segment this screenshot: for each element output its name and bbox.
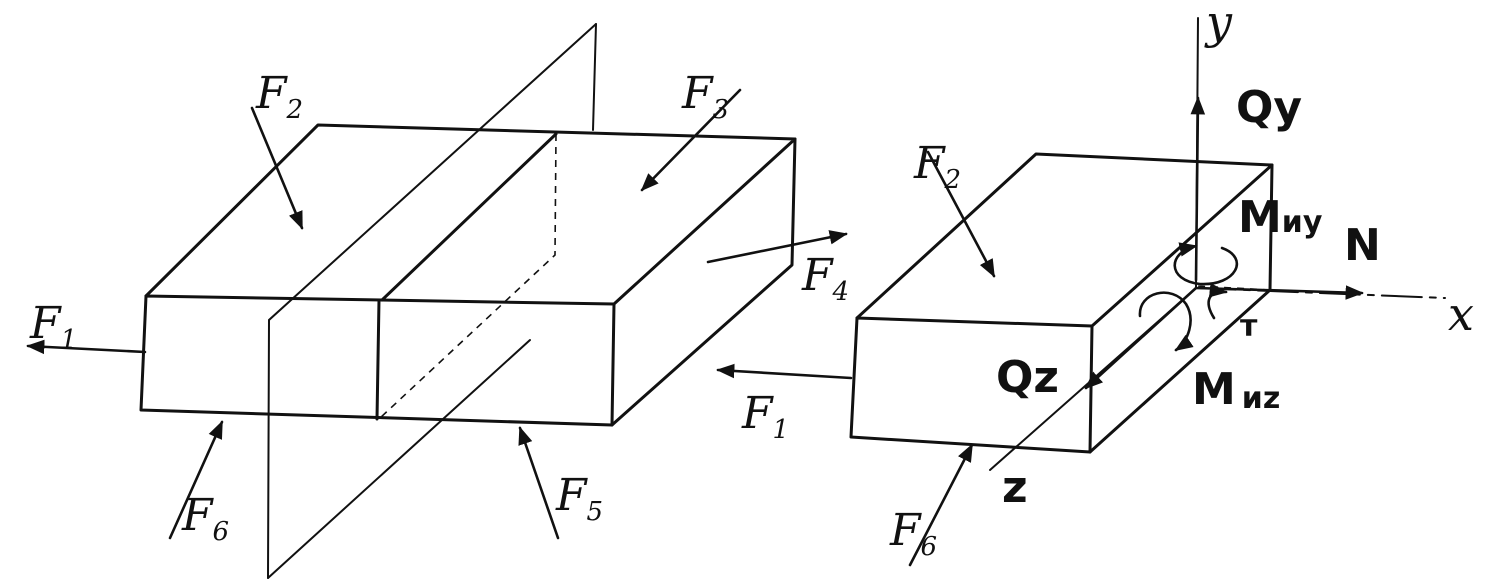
right-label-f1: F1: [741, 388, 789, 445]
internal-force-arrows: [1084, 96, 1364, 390]
left-body: [139, 123, 797, 427]
right-label-f6: F6: [889, 505, 937, 562]
left-label-f4: F4: [801, 250, 849, 307]
left-label-f6: F6: [181, 490, 229, 547]
axis-label-z: z: [1002, 462, 1028, 513]
label-miy: Mиy: [1238, 192, 1323, 243]
label-qz: Qz: [996, 352, 1059, 403]
axis-label-x: x: [1448, 287, 1474, 341]
left-label-f2: F2: [255, 68, 303, 125]
right-force-arrows: [716, 150, 996, 567]
axis-label-y: y: [1204, 0, 1233, 49]
cutting-plane: [267, 23, 597, 579]
left-force-arrows: [26, 88, 848, 540]
label-qy: Qy: [1236, 82, 1302, 133]
left-label-f3: F3: [681, 68, 729, 125]
label-n: N: [1344, 220, 1381, 271]
label-t: т: [1240, 309, 1258, 344]
right-label-f2: F2: [913, 138, 961, 195]
left-label-f5: F5: [555, 470, 603, 527]
left-label-f1: F1: [29, 298, 77, 355]
